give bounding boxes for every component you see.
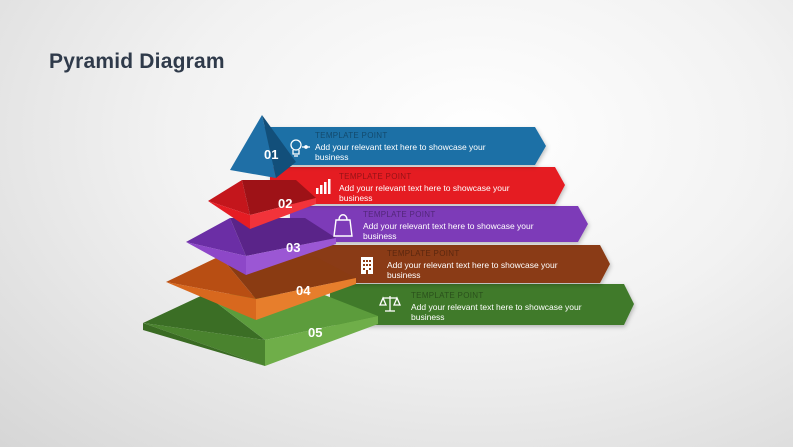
level-4-text: TEMPLATE POINT Add your relevant text he…: [387, 249, 587, 281]
level-4-description: Add your relevant text here to showcase …: [387, 259, 558, 281]
ribbon-2: [270, 167, 565, 204]
level-5-heading: TEMPLATE POINT: [411, 291, 484, 300]
level-5-text: TEMPLATE POINT Add your relevant text he…: [411, 291, 611, 323]
level-number-3: 03: [286, 240, 300, 255]
level-number-5: 05: [308, 325, 322, 340]
building-icon: [361, 257, 373, 274]
ribbon-1: [262, 127, 546, 165]
ribbon-5: [330, 284, 634, 325]
level-number-2: 02: [278, 196, 292, 211]
level-1-text: TEMPLATE POINT Add your relevant text he…: [315, 131, 515, 163]
level-3-description: Add your relevant text here to showcase …: [363, 220, 534, 242]
level-2-heading: TEMPLATE POINT: [339, 172, 412, 181]
ribbon-4: [300, 245, 610, 283]
pyramid-level-1: [230, 115, 296, 178]
lightbulb-icon: [290, 139, 310, 157]
scale-icon: [379, 296, 401, 312]
pyramid-level-3: [186, 218, 336, 275]
level-3-heading: TEMPLATE POINT: [363, 210, 436, 219]
level-number-1: 01: [264, 147, 278, 162]
level-2-description: Add your relevant text here to showcase …: [339, 182, 510, 204]
level-2-text: TEMPLATE POINT Add your relevant text he…: [339, 172, 539, 204]
shopping-bag-icon: [333, 214, 353, 237]
pyramid-level-2: [208, 180, 316, 229]
level-number-4: 04: [296, 283, 311, 298]
ribbon-3: [290, 206, 588, 242]
level-1-description: Add your relevant text here to showcase …: [315, 141, 486, 163]
level-3-text: TEMPLATE POINT Add your relevant text he…: [363, 210, 563, 242]
page-title: Pyramid Diagram: [49, 50, 225, 73]
level-4-heading: TEMPLATE POINT: [387, 249, 460, 258]
level-1-heading: TEMPLATE POINT: [315, 131, 388, 140]
bar-chart-icon: [316, 179, 331, 194]
level-5-description: Add your relevant text here to showcase …: [411, 301, 582, 323]
